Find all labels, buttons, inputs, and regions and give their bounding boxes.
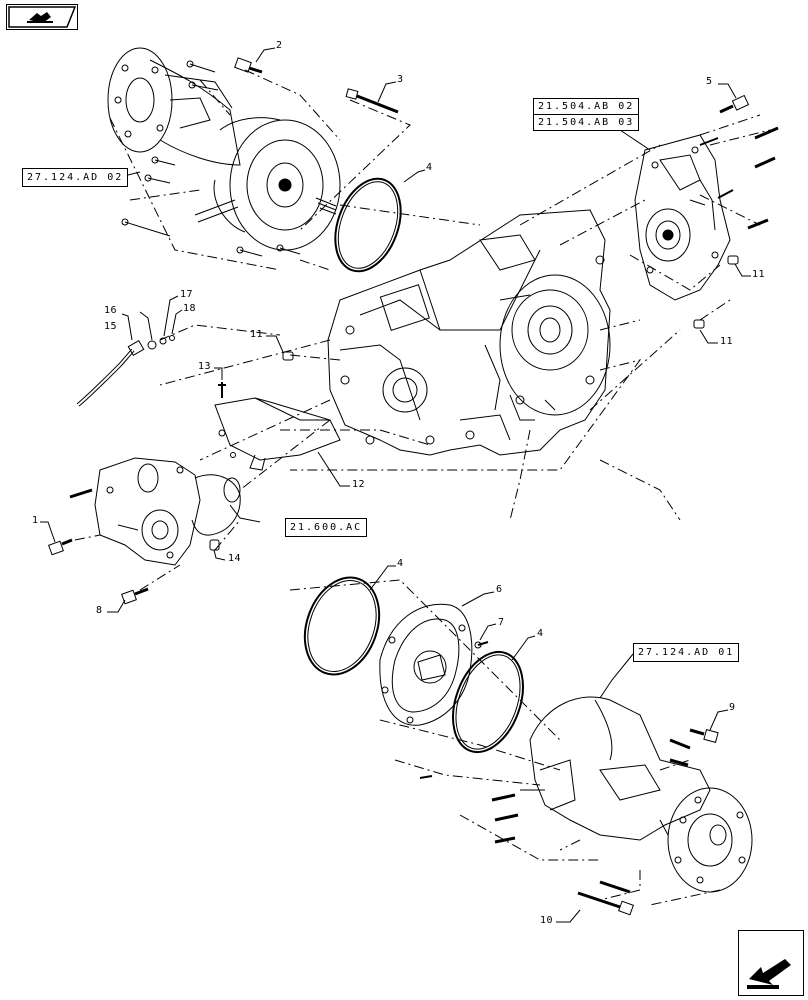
callout-2: 2	[276, 40, 283, 51]
callout-4-right: 4	[537, 628, 544, 639]
callout-8: 8	[96, 605, 103, 616]
center-leaders	[159, 144, 681, 521]
lower-axle-housing	[520, 696, 753, 893]
callout-4-left: 4	[397, 558, 404, 569]
screw-13	[218, 382, 226, 398]
brake-housing	[634, 134, 731, 301]
ref-brake-b[interactable]: 21.504.AB 03	[534, 114, 639, 130]
callout-11-center: 11	[250, 329, 264, 340]
bolt-8	[121, 587, 149, 605]
callout-18: 18	[183, 303, 197, 314]
callout-16: 16	[104, 305, 118, 316]
o-ring-4-left	[303, 576, 381, 676]
plug-14	[209, 539, 220, 551]
callout-11-right-upper: 11	[752, 269, 766, 280]
top-nav-button[interactable]	[6, 4, 78, 30]
bottom-nav-button[interactable]	[738, 930, 804, 996]
callout-5: 5	[706, 76, 713, 87]
plug-11-right-upper	[727, 255, 739, 265]
callout-6: 6	[496, 584, 503, 595]
callout-13: 13	[198, 361, 212, 372]
ref-brake-a[interactable]: 21.504.AB 02	[538, 101, 635, 112]
lower-leaders	[289, 459, 721, 906]
transmission-housing	[327, 209, 611, 456]
pto-housing	[94, 457, 241, 566]
callout-1: 1	[32, 515, 39, 526]
callout-15: 15	[104, 321, 118, 332]
callout-17: 17	[180, 289, 194, 300]
bolt-3	[345, 88, 399, 114]
upper-axle-housing	[107, 47, 341, 257]
plate-6	[379, 603, 473, 726]
ref-box-axle-upper[interactable]: 27.124.AD 02	[22, 168, 129, 187]
bolt-1	[48, 538, 73, 556]
plug-11-center	[282, 351, 294, 361]
o-ring-4-right	[452, 650, 524, 754]
callout-10: 10	[540, 915, 554, 926]
callout-4-upper: 4	[426, 162, 433, 173]
o-ring-4-upper	[334, 177, 402, 273]
callout-9: 9	[729, 702, 736, 713]
return-arrow-icon	[747, 959, 791, 989]
callout-leaders	[40, 47, 751, 923]
brake-leaders	[629, 114, 771, 321]
callout-7: 7	[498, 617, 505, 628]
tube-assembly	[76, 335, 175, 407]
callout-3: 3	[397, 74, 404, 85]
ref-box-axle-lower[interactable]: 27.124.AD 01	[633, 643, 740, 662]
ref-box-pto[interactable]: 21.600.AC	[285, 518, 368, 537]
plug-11-right-lower	[693, 319, 705, 329]
cover-12	[214, 397, 341, 471]
upper-left-leaders	[109, 69, 481, 271]
bolt-2	[234, 57, 263, 74]
brake-bolts	[699, 94, 779, 230]
ref-box-brake[interactable]: 21.504.AB 02 21.504.AB 03	[533, 98, 640, 131]
screw-7	[477, 641, 489, 646]
callout-14: 14	[228, 553, 242, 564]
pto-bolt-upper	[69, 488, 93, 499]
pto-leaders	[74, 519, 241, 591]
lower-bolts	[419, 728, 719, 916]
callout-12: 12	[352, 479, 366, 490]
book-arrow-icon	[8, 6, 77, 28]
callout-11-right-lower: 11	[720, 336, 734, 347]
